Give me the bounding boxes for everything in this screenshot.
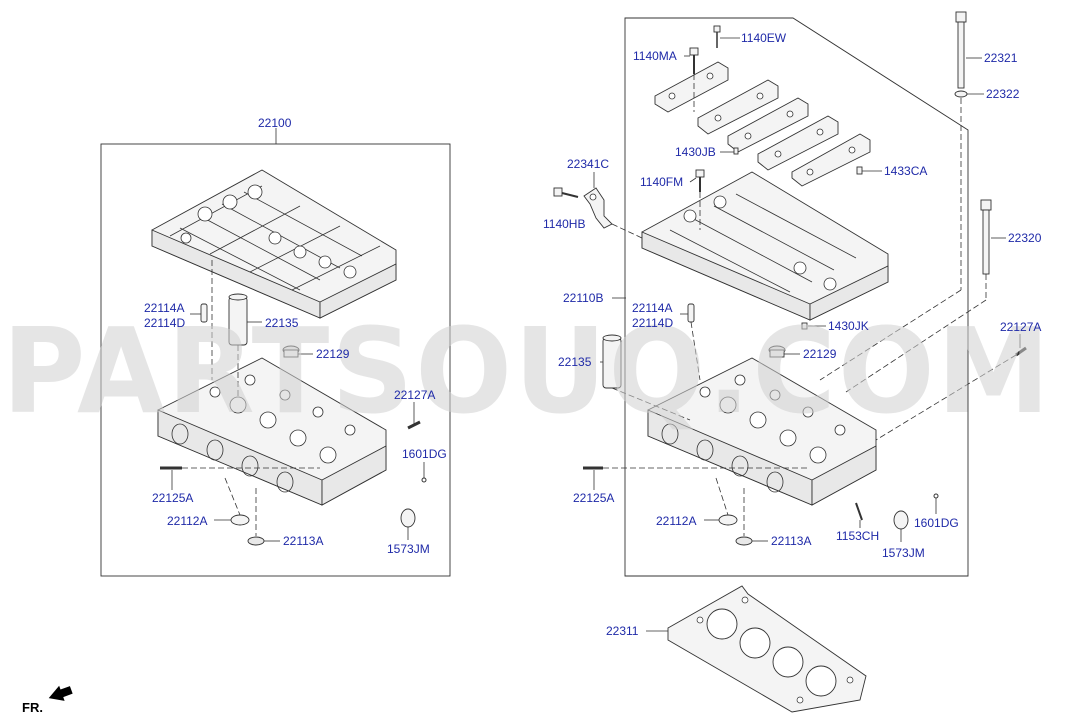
label-1430JB[interactable]: 1430JB <box>675 145 716 159</box>
right-pin-1601DG <box>933 493 939 499</box>
right-pin-1433CA <box>856 166 863 175</box>
label-1573JM-left[interactable]: 1573JM <box>387 542 430 556</box>
left-leaders <box>171 128 425 542</box>
left-assembly-box <box>100 143 451 577</box>
head-gasket-22311 <box>667 585 867 713</box>
label-22127A-left[interactable]: 22127A <box>394 388 435 402</box>
label-22129-left[interactable]: 22129 <box>316 347 350 361</box>
right-seal-22113A <box>735 536 753 546</box>
right-plug-22129 <box>768 345 786 358</box>
label-1140MA[interactable]: 1140MA <box>633 49 677 63</box>
right-cam-caps <box>654 61 871 187</box>
label-1601DG-right[interactable]: 1601DG <box>914 516 959 530</box>
label-1140FM[interactable]: 1140FM <box>640 175 683 189</box>
label-22114A-right[interactable]: 22114A <box>632 301 672 315</box>
right-pin-1153CH <box>855 502 863 521</box>
label-22321[interactable]: 22321 <box>984 51 1018 65</box>
label-22129-right[interactable]: 22129 <box>803 347 837 361</box>
right-assembly-box <box>624 17 969 577</box>
left-plug-22129 <box>282 345 300 358</box>
label-1433CA[interactable]: 1433CA <box>884 164 927 178</box>
label-22112A-right[interactable]: 22112A <box>656 514 696 528</box>
left-cylinder-head <box>157 357 387 506</box>
label-22114D-left[interactable]: 22114D <box>144 316 185 330</box>
left-cam-carrier <box>151 169 397 319</box>
label-22311[interactable]: 22311 <box>606 624 639 638</box>
front-direction-label: FR. <box>22 700 43 715</box>
right-bolt-1140EW <box>713 25 721 48</box>
left-tube-22135 <box>228 293 248 346</box>
right-bolt-1140FM <box>695 169 705 192</box>
label-22110B[interactable]: 22110B <box>563 291 603 305</box>
right-pin-1430JB <box>733 147 739 155</box>
label-1140HB[interactable]: 1140HB <box>543 217 585 231</box>
left-dowel-22114 <box>200 303 208 323</box>
label-22125A-left[interactable]: 22125A <box>152 491 193 505</box>
label-1573JM-right[interactable]: 1573JM <box>882 546 925 560</box>
right-plug-1573JM <box>893 510 909 530</box>
label-22114D-right[interactable]: 22114D <box>632 316 673 330</box>
right-pin-1430JK <box>801 322 808 330</box>
left-plug-1573JM <box>400 508 416 528</box>
label-22125A-right[interactable]: 22125A <box>573 491 614 505</box>
right-washer-22322 <box>954 90 968 98</box>
left-pin-1601DG <box>421 477 427 483</box>
right-seal-22112A <box>718 514 738 526</box>
right-cylinder-head <box>647 357 877 506</box>
label-22135-left[interactable]: 22135 <box>265 316 299 330</box>
right-stud-22127A <box>1015 346 1027 357</box>
label-22113A-right[interactable]: 22113A <box>771 534 811 548</box>
watermark: PARTSOUQ.COM <box>2 302 1052 440</box>
right-bolt-22320 <box>980 199 992 275</box>
label-1430JK[interactable]: 1430JK <box>828 319 869 333</box>
left-stud-22127A <box>407 420 421 430</box>
label-1153CH[interactable]: 1153CH <box>836 529 879 543</box>
label-22112A-left[interactable]: 22112A <box>167 514 207 528</box>
part-labels: 22100 22114A 22114D 22135 22129 22127A 1… <box>144 31 1042 638</box>
label-22341C[interactable]: 22341C <box>567 157 609 171</box>
front-direction-arrow <box>48 685 73 701</box>
right-bracket-22341C <box>583 187 613 229</box>
label-22135-right[interactable]: 22135 <box>558 355 592 369</box>
label-22322[interactable]: 22322 <box>986 87 1020 101</box>
label-22100[interactable]: 22100 <box>258 116 292 130</box>
label-1140EW[interactable]: 1140EW <box>741 31 787 45</box>
right-bolt-22321 <box>955 11 967 89</box>
label-22127A-right[interactable]: 22127A <box>1000 320 1041 334</box>
right-leaders <box>593 37 1021 632</box>
right-bolt-1140HB <box>553 187 579 198</box>
label-22113A-left[interactable]: 22113A <box>283 534 323 548</box>
left-seal-22113A <box>247 536 265 546</box>
label-22320[interactable]: 22320 <box>1008 231 1042 245</box>
right-cam-carrier <box>641 171 889 321</box>
right-bolt-1140MA <box>689 47 699 74</box>
left-seal-22112A <box>230 514 250 526</box>
label-1601DG-left[interactable]: 1601DG <box>402 447 447 461</box>
label-22114A-left[interactable]: 22114A <box>144 301 184 315</box>
